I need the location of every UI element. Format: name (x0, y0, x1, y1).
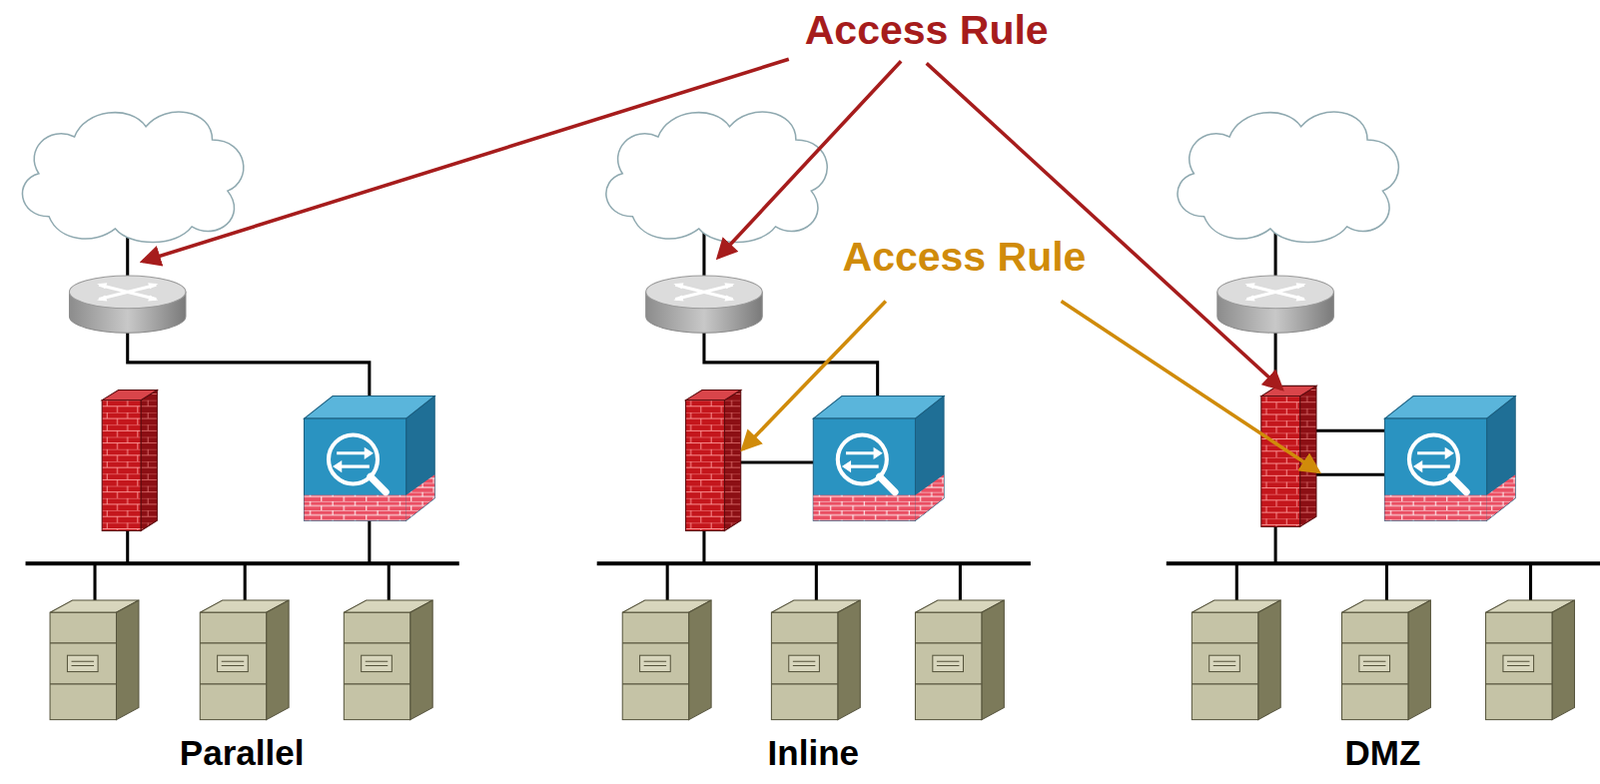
router-symbol (68, 275, 185, 333)
server-symbol (622, 600, 712, 721)
internet-cloud (21, 111, 243, 243)
router-symbol (1217, 275, 1334, 333)
lan-bus (25, 561, 1600, 566)
firewall-symbol (101, 389, 157, 531)
callout-label: Access Rule (800, 7, 1053, 53)
leader-arrow (718, 60, 901, 257)
server-symbol (1342, 600, 1432, 721)
leader-arrows (142, 58, 1319, 472)
firewall-symbol (686, 389, 742, 531)
scenario-title: Inline (764, 734, 863, 774)
server-symbol (199, 600, 289, 721)
leader-arrow (926, 62, 1283, 389)
server-symbol (343, 600, 433, 721)
leader-arrow (743, 301, 886, 450)
router-symbol (646, 275, 763, 333)
ips-appliance (1384, 396, 1516, 522)
leader-arrow (1061, 301, 1319, 473)
ips-appliance (303, 396, 435, 522)
scenario-title: DMZ (1340, 734, 1425, 774)
server-symbol (1486, 600, 1576, 721)
server-symbol (771, 600, 860, 721)
internet-cloud (1177, 111, 1399, 243)
firewall-symbol (1261, 385, 1317, 527)
network-wires (94, 229, 1532, 603)
scenario-title: Parallel (175, 734, 309, 774)
leader-arrow (142, 58, 790, 261)
server-symbol (1191, 600, 1281, 721)
ips-appliance (812, 396, 944, 522)
server-symbol (914, 600, 1004, 721)
callout-label: Access Rule (838, 234, 1091, 280)
server-symbol (49, 600, 139, 721)
